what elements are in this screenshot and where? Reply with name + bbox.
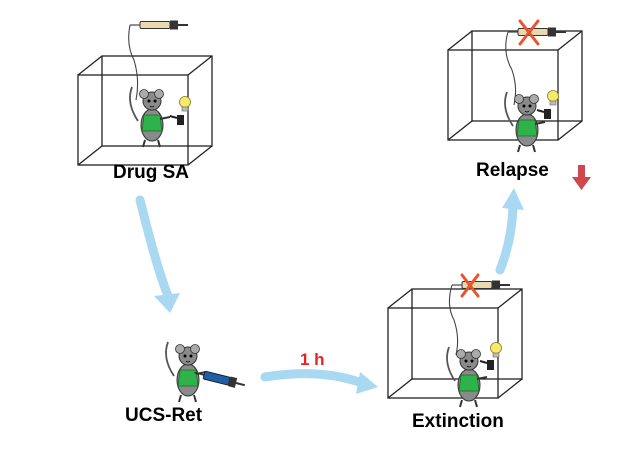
- operant-chamber-icon: [387, 288, 523, 399]
- flow-arrow-ucs-to-extinction: [260, 369, 378, 394]
- lever-icon: [479, 359, 495, 371]
- cross-mark-icon: [518, 19, 540, 46]
- ucs-ret-stage: [165, 341, 245, 403]
- lever-icon: [536, 108, 552, 120]
- syringe-icon: [507, 26, 567, 38]
- catheter-line: [505, 31, 517, 106]
- light-bulb-icon: [490, 342, 502, 358]
- drug-sa-label: Drug SA: [113, 162, 189, 183]
- lever-icon: [169, 114, 185, 126]
- catheter-line: [128, 24, 139, 101]
- flow-arrow-sa-to-ucs: [135, 195, 180, 313]
- syringe-icon: [129, 19, 189, 31]
- rat-icon: [129, 86, 171, 148]
- down-arrow-icon: [572, 165, 591, 190]
- extinction-label: Extinction: [412, 411, 504, 432]
- light-bulb-icon: [179, 96, 191, 112]
- catheter-line: [448, 284, 459, 356]
- relapse-stage: [447, 19, 583, 153]
- rat-icon: [504, 91, 546, 153]
- relapse-label: Relapse: [476, 160, 549, 181]
- drug-sa-stage: [77, 19, 213, 166]
- flow-arrow-extinction-to-relapse: [495, 188, 524, 275]
- time-interval-label: 1 h: [300, 350, 325, 369]
- ucs-ret-label: UCS-Ret: [125, 405, 203, 426]
- cross-mark-icon: [460, 273, 480, 298]
- light-bulb-icon: [547, 90, 559, 106]
- extinction-stage: [387, 273, 523, 408]
- syringe-icon: [194, 370, 245, 388]
- operant-chamber-icon: [77, 55, 213, 166]
- syringe-icon: [451, 279, 511, 291]
- rat-icon: [165, 341, 207, 403]
